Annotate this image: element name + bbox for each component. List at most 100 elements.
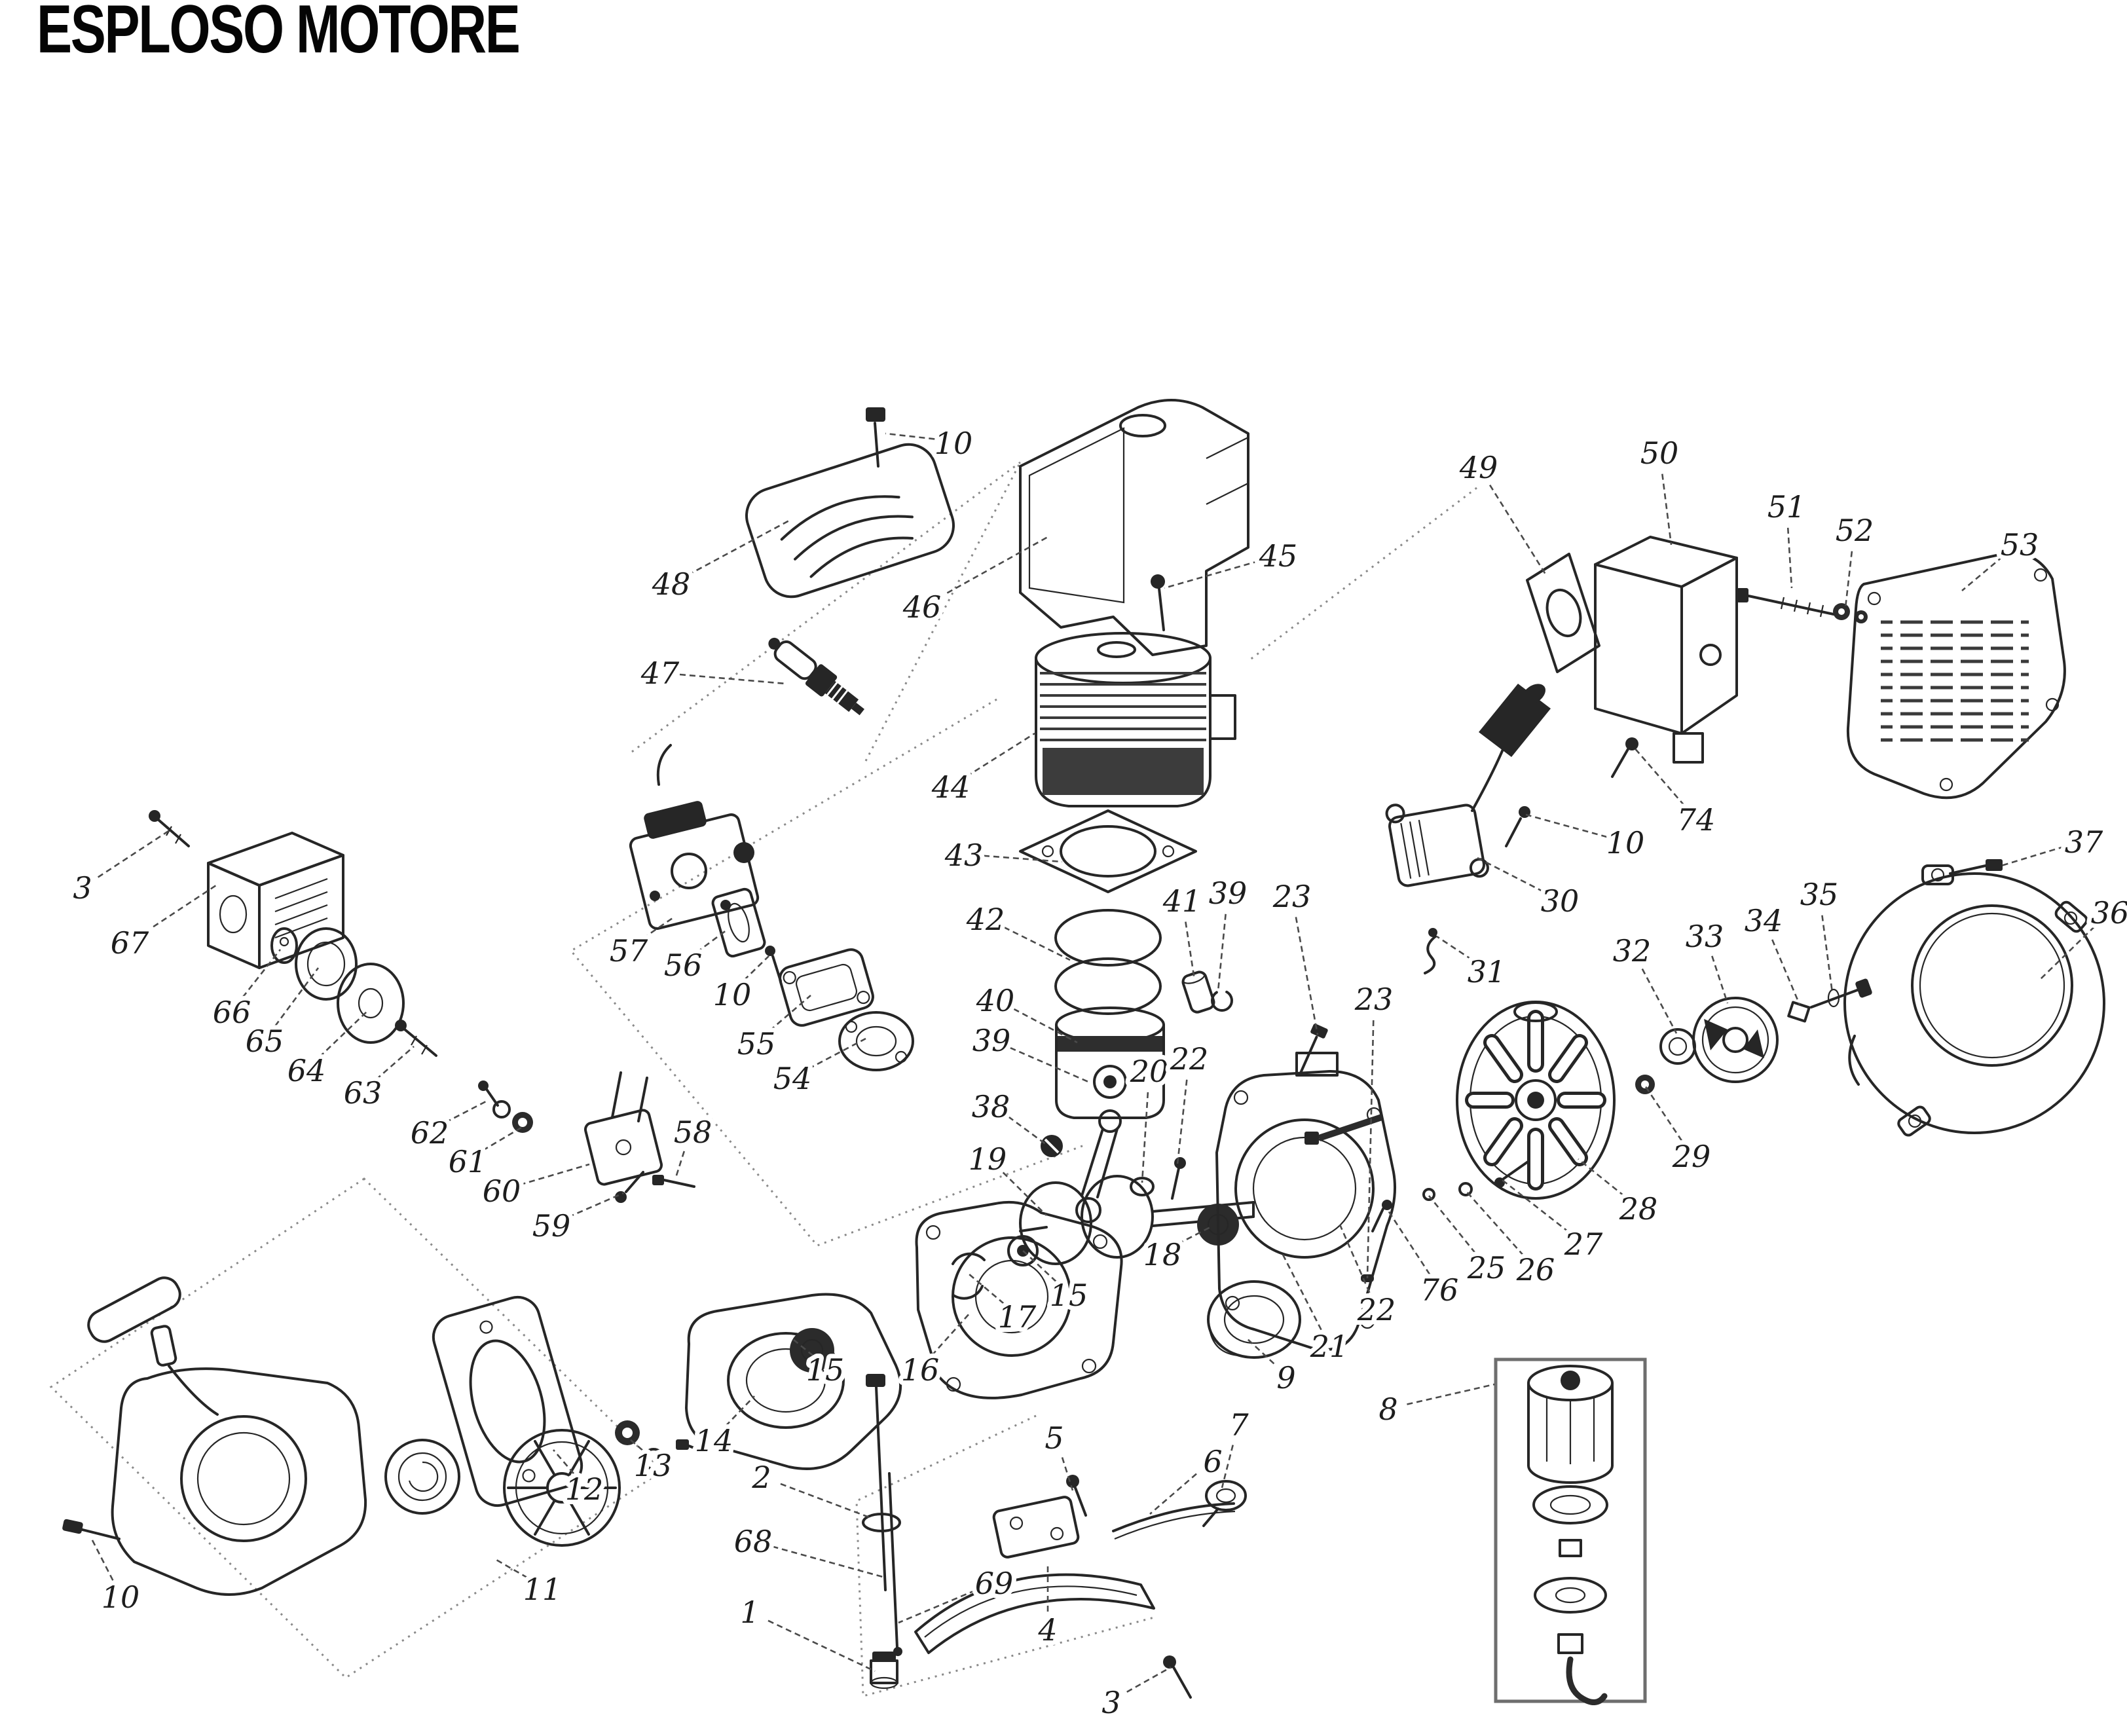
leader-line-20-29 — [1141, 1092, 1149, 1183]
blade-guard — [914, 1496, 1155, 1654]
part-label-74-10: 74 — [1677, 802, 1716, 838]
leader-line-40-26 — [1013, 1008, 1078, 1044]
leader-line-11-41 — [496, 1559, 528, 1579]
leader-line-48-1 — [687, 519, 790, 576]
part-label-46-2: 46 — [902, 589, 942, 625]
part-label-1-45: 1 — [740, 1595, 759, 1630]
leader-line-23-31 — [1366, 1020, 1375, 1279]
part-label-38-28: 38 — [972, 1089, 1010, 1124]
part-label-17-35: 17 — [998, 1299, 1037, 1335]
air-filter-cover — [745, 443, 955, 599]
part-label-34-17: 34 — [1745, 903, 1783, 938]
leader-line-59-68 — [568, 1192, 624, 1218]
air-filter-housing — [207, 832, 344, 969]
part-label-12-40: 12 — [565, 1471, 604, 1507]
guard-screw-2 — [1163, 1655, 1192, 1699]
leader-line-76-56 — [1386, 1208, 1431, 1275]
leader-line-23-25 — [1295, 917, 1319, 1035]
crankcase-left-half — [915, 1200, 1123, 1399]
leader-line-13-39 — [629, 1439, 643, 1451]
part-label-52-8: 52 — [1836, 513, 1874, 548]
leader-line-12-40 — [553, 1449, 575, 1475]
piston — [1055, 1007, 1165, 1119]
bearing-left — [790, 1328, 834, 1373]
leader-line-14-38 — [724, 1395, 755, 1427]
part-label-3-51: 3 — [1101, 1685, 1120, 1720]
clutch-kit-inset — [1494, 1357, 1647, 1705]
inset-clutch-drum — [1527, 1365, 1614, 1484]
leader-line-64-73 — [318, 1011, 367, 1058]
part-label-31-13: 31 — [1468, 954, 1506, 989]
guard-group-panel — [855, 1414, 1155, 1697]
airbox-screw — [149, 810, 190, 847]
intake-flange — [838, 1011, 914, 1071]
leader-line-39-27 — [1010, 1046, 1089, 1083]
leader-line-38-28 — [1008, 1116, 1047, 1146]
group-panels — [49, 461, 1477, 1697]
page-title: ESPLOSO MOTORE — [37, 0, 521, 67]
air-filter-element — [295, 927, 358, 1001]
leader-line-53-9 — [1961, 555, 2004, 591]
part-label-61-70: 61 — [449, 1144, 487, 1179]
part-label-10-0: 10 — [934, 426, 973, 461]
part-label-13-39: 13 — [634, 1448, 673, 1483]
starter-screw — [62, 1519, 120, 1540]
muffler-cover — [1846, 551, 2066, 800]
clutch-drum — [1207, 1280, 1301, 1359]
ignition-coil — [1385, 684, 1551, 887]
part-label-39-24: 39 — [1209, 876, 1248, 911]
part-label-18-33: 18 — [1143, 1237, 1182, 1272]
leader-line-17-35 — [969, 1274, 1005, 1304]
starter-gasket — [432, 1295, 583, 1507]
leader-line-5-47 — [1061, 1457, 1074, 1491]
part-label-76-56: 76 — [1420, 1272, 1459, 1308]
leader-line-42-22 — [1003, 926, 1071, 961]
part-label-48-1: 48 — [652, 566, 691, 602]
part-label-7-49: 7 — [1229, 1407, 1249, 1443]
long-bolt — [862, 1374, 901, 1591]
wrist-pin — [1181, 970, 1215, 1014]
cylinder — [1035, 632, 1236, 807]
part-label-20-29: 20 — [1130, 1054, 1169, 1089]
part-label-63-72: 63 — [344, 1075, 382, 1111]
leader-line-6-48 — [1149, 1473, 1197, 1515]
part-label-10-11: 10 — [1606, 825, 1645, 860]
inset-ring — [1532, 1485, 1608, 1524]
leader-line-3-77 — [97, 828, 172, 878]
part-label-60-69: 60 — [483, 1173, 521, 1209]
part-label-11-41: 11 — [523, 1572, 562, 1607]
crank-circlip-icon — [1041, 1135, 1063, 1157]
leader-line-28-60 — [1578, 1158, 1625, 1197]
part-label-23-31: 23 — [1354, 982, 1394, 1017]
part-label-64-73: 64 — [287, 1053, 326, 1088]
part-label-16-36: 16 — [901, 1352, 940, 1388]
part-label-66-75: 66 — [213, 995, 251, 1030]
leader-line-44-20 — [966, 732, 1035, 777]
kill-switch-wire — [1424, 928, 1437, 974]
leader-line-58-67 — [675, 1151, 686, 1178]
leader-line-18-33 — [1177, 1225, 1213, 1245]
part-label-28-60: 28 — [1619, 1191, 1658, 1227]
fan-housing-cover — [685, 1293, 902, 1470]
part-label-58-67: 58 — [674, 1115, 712, 1150]
part-label-57-62: 57 — [610, 933, 648, 969]
part-label-25-57: 25 — [1467, 1250, 1506, 1285]
part-label-36-15: 36 — [2091, 895, 2127, 931]
part-label-6-48: 6 — [1203, 1444, 1222, 1479]
leader-line-34-17 — [1771, 939, 1801, 1005]
part-label-45-3: 45 — [1259, 538, 1298, 574]
part-label-29-61: 29 — [1672, 1139, 1711, 1174]
clutch-shoes — [952, 1252, 986, 1300]
part-label-21-54: 21 — [1310, 1329, 1349, 1364]
leader-line-68-44 — [772, 1545, 883, 1578]
leader-line-27-59 — [1502, 1179, 1570, 1233]
cylinder-shroud — [1019, 399, 1249, 656]
intake-insulator — [779, 948, 874, 1027]
part-label-2-43: 2 — [751, 1460, 771, 1495]
pin-circlip-icon — [1211, 989, 1233, 1012]
flywheel — [1456, 1001, 1616, 1200]
leader-line-10-0 — [885, 432, 935, 440]
leader-line-31-13 — [1436, 935, 1473, 961]
part-label-68-44: 68 — [734, 1524, 773, 1559]
